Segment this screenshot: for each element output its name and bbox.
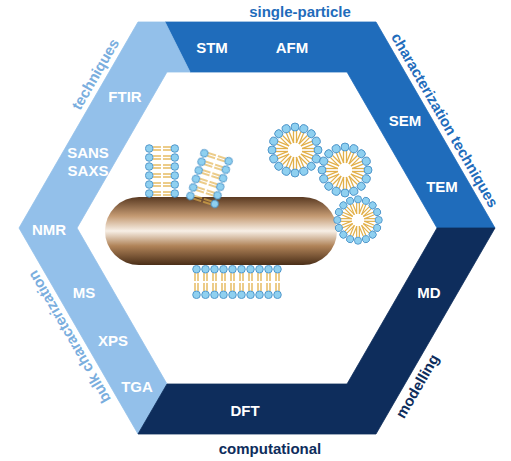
nanorod — [105, 197, 337, 265]
band-heading: single-particle — [249, 4, 351, 19]
lipid-bilayer — [145, 144, 179, 198]
technique-label: SEM — [389, 113, 422, 128]
technique-label: XPS — [98, 333, 128, 348]
technique-label: MD — [417, 285, 440, 300]
micelle — [334, 196, 383, 245]
band-shape — [19, 22, 190, 434]
band-shape — [138, 228, 495, 434]
band-outline — [125, 220, 511, 461]
technique-label: TEM — [426, 179, 458, 194]
technique-label: SANS — [67, 145, 109, 160]
band-outline — [150, 0, 511, 235]
technique-label: STM — [196, 40, 228, 55]
technique-label: DFT — [230, 403, 259, 418]
technique-band: computationalmodellingMDDFT — [125, 220, 511, 461]
technique-label: FTIR — [108, 89, 141, 104]
technique-label: MS — [73, 285, 96, 300]
band-heading: computational — [219, 441, 322, 456]
lipid-bilayer — [185, 148, 234, 210]
micelle — [268, 123, 322, 177]
micelle — [318, 143, 372, 197]
technique-label: SAXS — [68, 163, 109, 178]
technique-label: AFM — [276, 40, 309, 55]
technique-label: TGA — [121, 379, 153, 394]
lipid-bilayer — [192, 265, 282, 299]
technique-label: NMR — [32, 222, 66, 237]
technique-band: single-particlecharacterization techniqu… — [150, 0, 511, 235]
